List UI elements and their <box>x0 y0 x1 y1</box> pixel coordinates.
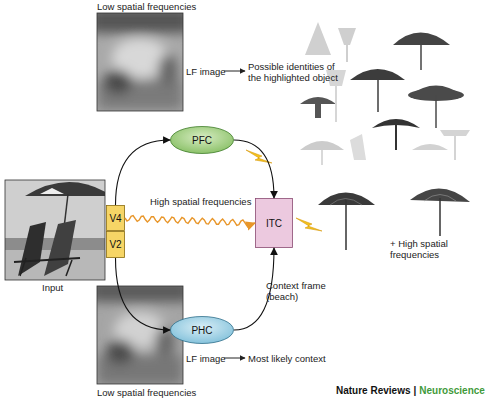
annotation-text: + High spatial frequencies <box>390 238 472 260</box>
brain-area-box: ITC <box>255 198 293 248</box>
annotation-text: Low spatial frequencies <box>97 387 207 398</box>
journal-credit: Nature Reviews|Neuroscience <box>336 385 488 396</box>
annotation-text: Low spatial frequencies <box>97 1 207 12</box>
brain-area-ellipse: PFC <box>170 126 234 154</box>
annotation-text: Possible identities of the highlighted o… <box>248 61 350 83</box>
blurred-image <box>97 286 183 384</box>
credit-text: Neuroscience <box>419 385 485 396</box>
lightning-bolt <box>246 150 272 163</box>
node-label: PFC <box>192 135 212 146</box>
annotation-text: LF image <box>186 66 226 77</box>
node-label: ITC <box>266 218 282 229</box>
annotation-text: Most likely context <box>248 353 348 364</box>
annotation-text: LF image <box>186 353 226 364</box>
object-candidates <box>300 22 470 165</box>
credit-text: Nature Reviews <box>336 385 410 396</box>
node-label: PHC <box>191 325 212 336</box>
edge-label: Context frame (beach) <box>266 280 328 302</box>
lightning-bolt <box>296 218 322 231</box>
node-label: V4 <box>109 213 121 224</box>
curved-arrow <box>234 140 274 198</box>
beach-photo <box>5 180 105 280</box>
wavy-arrow <box>125 216 255 226</box>
brain-area-ellipse: PHC <box>170 316 234 344</box>
curved-arrow <box>116 258 171 330</box>
credit-text: | <box>413 385 416 396</box>
blurred-image <box>97 13 183 111</box>
edge-label: High spatial frequencies <box>150 196 255 207</box>
brain-area-box: V4 <box>106 205 125 231</box>
brain-area-box: V2 <box>106 231 125 258</box>
node-label: V2 <box>109 239 121 250</box>
curved-arrow <box>116 140 171 205</box>
annotation-text: Input <box>42 282 82 293</box>
